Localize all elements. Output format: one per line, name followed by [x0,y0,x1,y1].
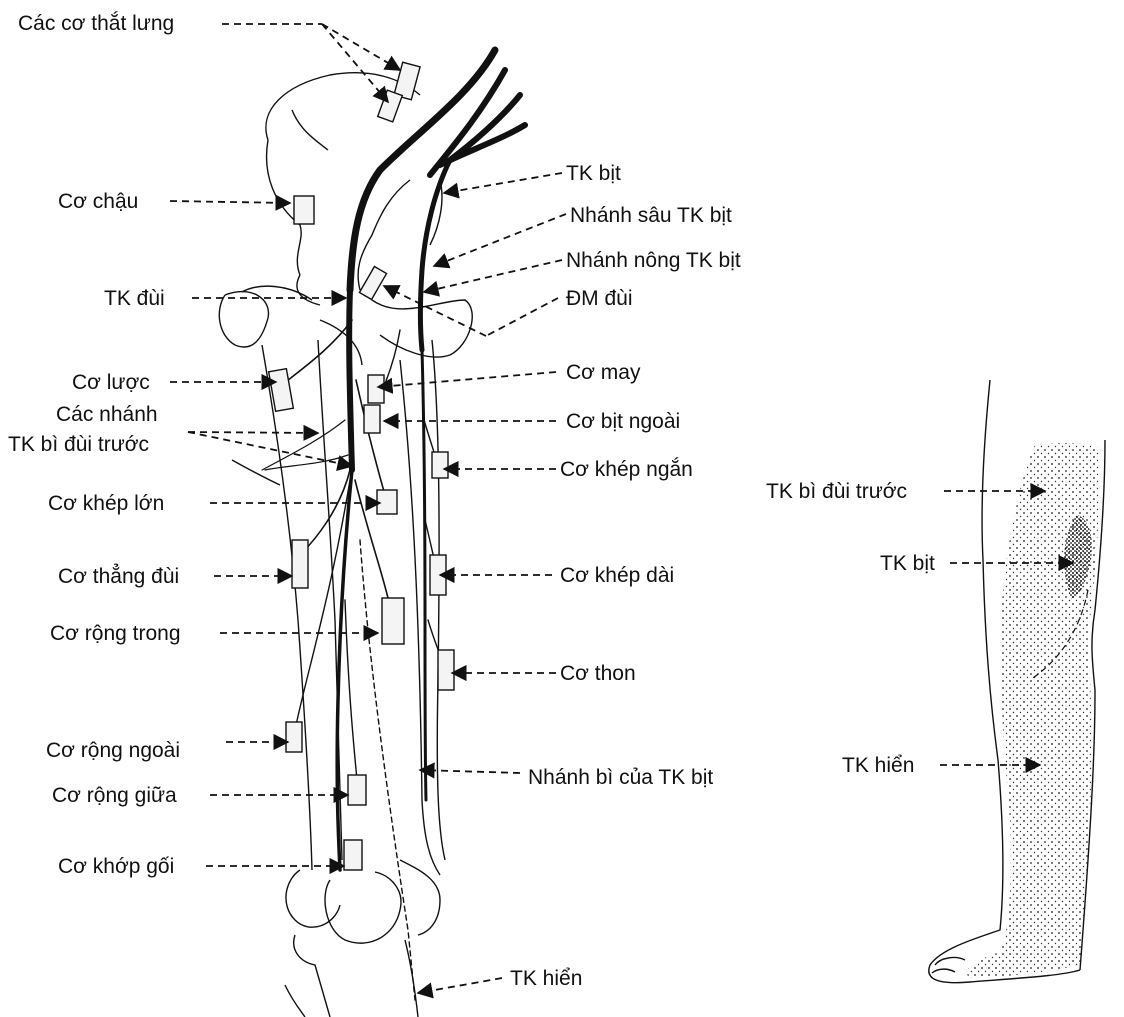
label-co-khep-dai: Cơ khép dài [560,564,674,587]
label-tk-bi-dui-truoc-right: TK bì đùi trước [766,480,907,503]
rectus-femoris-stump [292,540,308,588]
label-co-may: Cơ may [566,361,641,384]
label-co-thon: Cơ thon [560,662,636,685]
label-co-thang-dui: Cơ thẳng đùi [58,564,179,588]
label-cac-co-that-lung: Các cơ thắt lưng [18,12,174,35]
label-co-bit-ngoai: Cơ bịt ngoài [566,410,680,433]
label-dm-dui: ĐM đùi [566,287,633,310]
vastus-intermedius-stump [348,775,366,805]
gracilis-stump [438,650,454,690]
vastus-medialis-stump [382,598,404,644]
label-tk-hien: TK hiển [510,967,582,990]
articularis-genus-stump [344,840,362,870]
label-tk-bit: TK bịt [566,162,621,185]
sartorius-upper-stump [359,267,386,300]
label-co-luoc: Cơ lược [72,371,150,394]
label-cac-nhanh: Các nhánh [56,403,158,426]
label-co-rong-trong: Cơ rộng trong [50,622,181,645]
adductor-brevis-stump [432,452,448,478]
lumbar-plexus-nerves [262,50,525,1000]
label-tk-hien-right: TK hiển [842,754,914,777]
labels: Các cơ thắt lưng Cơ chậu TK đùi Cơ lược … [8,12,935,990]
label-co-khep-ngan: Cơ khép ngắn [560,458,693,481]
label-nhanh-nong-tk-bit: Nhánh nông TK bịt [566,249,741,272]
label-arrows [170,24,1073,993]
label-co-chau: Cơ chậu [58,190,138,213]
adductor-magnus-stump [377,490,397,514]
obturator-externus-stump [364,405,380,433]
vastus-lateralis-stump [286,722,302,752]
iliacus-stump [294,196,314,224]
label-tk-dui: TK đùi [104,287,165,310]
psoas-stump-2 [378,90,403,122]
label-co-rong-ngoai: Cơ rộng ngoài [46,739,180,762]
label-tk-bit-right: TK bịt [880,552,935,575]
label-nhanh-sau-tk-bit: Nhánh sâu TK bịt [570,204,732,227]
label-tk-bi-dui-truoc: TK bì đùi trước [8,433,149,456]
sartorius-stump [368,375,384,403]
label-co-khop-goi: Cơ khớp gối [58,855,174,878]
label-co-khep-lon: Cơ khép lớn [48,492,164,515]
leg-cutaneous-map [929,380,1105,983]
label-co-rong-giua: Cơ rộng giữa [52,784,177,807]
label-nhanh-bi-cua-tk-bit: Nhánh bì của TK bịt [528,766,713,789]
